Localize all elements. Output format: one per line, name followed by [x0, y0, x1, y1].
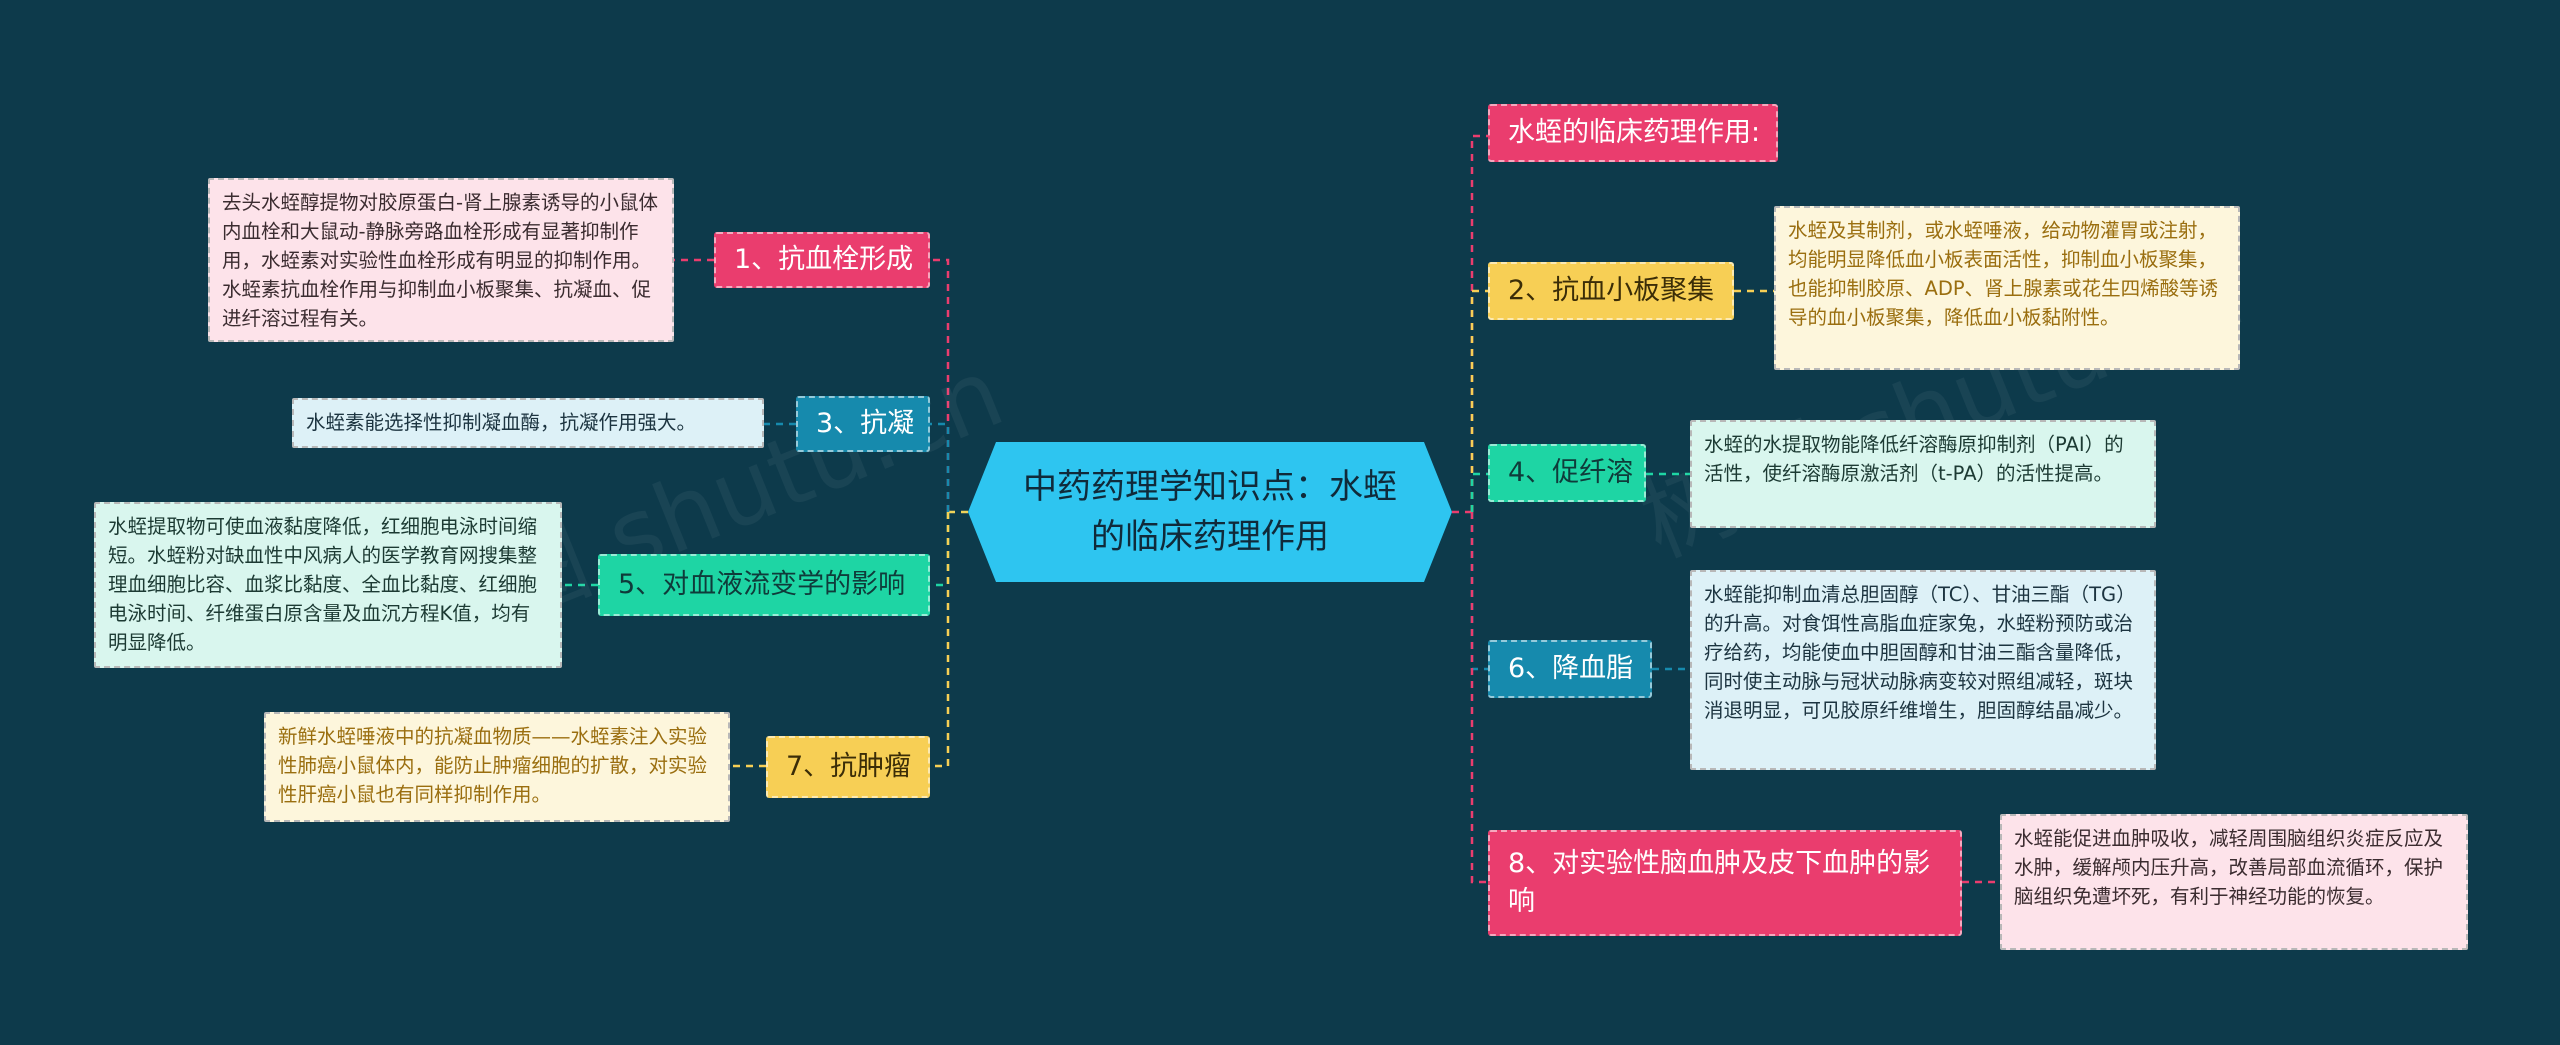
branch-label: 1、抗血栓形成 — [734, 244, 914, 275]
leaf-hematoma[interactable]: 水蛭能促进血肿吸收，减轻周围脑组织炎症反应及水肿，缓解颅内压升高，改善局部血流循… — [2000, 814, 2468, 950]
leaf-lipid-lowering[interactable]: 水蛭能抑制血清总胆固醇（TC）、甘油三酯（TG）的升高。对食饵性高脂血症家兔，水… — [1690, 570, 2156, 770]
leaf-text: 水蛭的水提取物能降低纤溶酶原抑制剂（PAI）的活性，使纤溶酶原激活剂（t-PA）… — [1704, 433, 2124, 485]
branch-label: 6、降血脂 — [1508, 653, 1634, 684]
branch-label: 8、对实验性脑血肿及皮下血肿的影响 — [1508, 848, 1931, 917]
central-topic-title: 中药药理学知识点：水蛭的临床药理作用 — [1023, 467, 1397, 557]
branch-label: 4、促纤溶 — [1508, 457, 1634, 488]
branch-hemorheology[interactable]: 5、对血液流变学的影响 — [598, 554, 930, 616]
branch-anti-platelet[interactable]: 2、抗血小板聚集 — [1488, 262, 1734, 320]
leaf-fibrinolysis[interactable]: 水蛭的水提取物能降低纤溶酶原抑制剂（PAI）的活性，使纤溶酶原激活剂（t-PA）… — [1690, 420, 2156, 528]
leaf-hemorheology[interactable]: 水蛭提取物可使血液黏度降低，红细胞电泳时间缩短。水蛭粉对缺血性中风病人的医学教育… — [94, 502, 562, 668]
leaf-text: 新鲜水蛭唾液中的抗凝血物质——水蛭素注入实验性肺癌小鼠体内，能防止肿瘤细胞的扩散… — [278, 725, 708, 806]
central-topic-shape — [968, 442, 1452, 582]
branch-label: 2、抗血小板聚集 — [1508, 275, 1715, 306]
leaf-text: 水蛭提取物可使血液黏度降低，红细胞电泳时间缩短。水蛭粉对缺血性中风病人的医学教育… — [108, 515, 538, 654]
branch-anti-thrombosis[interactable]: 1、抗血栓形成 — [714, 232, 930, 288]
leaf-text: 水蛭能抑制血清总胆固醇（TC）、甘油三酯（TG）的升高。对食饵性高脂血症家兔，水… — [1704, 583, 2136, 722]
branch-label: 7、抗肿瘤 — [786, 751, 912, 782]
branch-label: 5、对血液流变学的影响 — [618, 569, 906, 600]
branch-label: 水蛭的临床药理作用: — [1508, 117, 1761, 148]
branch-label: 3、抗凝 — [816, 408, 915, 439]
central-topic[interactable]: 中药药理学知识点：水蛭的临床药理作用 — [968, 442, 1452, 582]
leaf-text: 水蛭及其制剂，或水蛭唾液，给动物灌胃或注射，均能明显降低血小板表面活性，抑制血小… — [1788, 219, 2219, 329]
branch-clinical-pharmacology[interactable]: 水蛭的临床药理作用: — [1488, 104, 1778, 162]
branch-hematoma[interactable]: 8、对实验性脑血肿及皮下血肿的影响 — [1488, 830, 1962, 936]
leaf-anti-tumor[interactable]: 新鲜水蛭唾液中的抗凝血物质——水蛭素注入实验性肺癌小鼠体内，能防止肿瘤细胞的扩散… — [264, 712, 730, 822]
branch-lipid-lowering[interactable]: 6、降血脂 — [1488, 640, 1652, 698]
leaf-text: 水蛭素能选择性抑制凝血酶，抗凝作用强大。 — [306, 411, 697, 434]
branch-fibrinolysis[interactable]: 4、促纤溶 — [1488, 444, 1646, 502]
leaf-anti-platelet[interactable]: 水蛭及其制剂，或水蛭唾液，给动物灌胃或注射，均能明显降低血小板表面活性，抑制血小… — [1774, 206, 2240, 370]
leaf-text: 去头水蛭醇提物对胶原蛋白-肾上腺素诱导的小鼠体内血栓和大鼠动-静脉旁路血栓形成有… — [222, 191, 659, 330]
branch-anti-tumor[interactable]: 7、抗肿瘤 — [766, 736, 930, 798]
leaf-text: 水蛭能促进血肿吸收，减轻周围脑组织炎症反应及水肿，缓解颅内压升高，改善局部血流循… — [2014, 827, 2444, 908]
branch-anticoagulant[interactable]: 3、抗凝 — [796, 396, 930, 452]
leaf-anti-thrombosis[interactable]: 去头水蛭醇提物对胶原蛋白-肾上腺素诱导的小鼠体内血栓和大鼠动-静脉旁路血栓形成有… — [208, 178, 674, 342]
leaf-anticoagulant[interactable]: 水蛭素能选择性抑制凝血酶，抗凝作用强大。 — [292, 398, 764, 448]
